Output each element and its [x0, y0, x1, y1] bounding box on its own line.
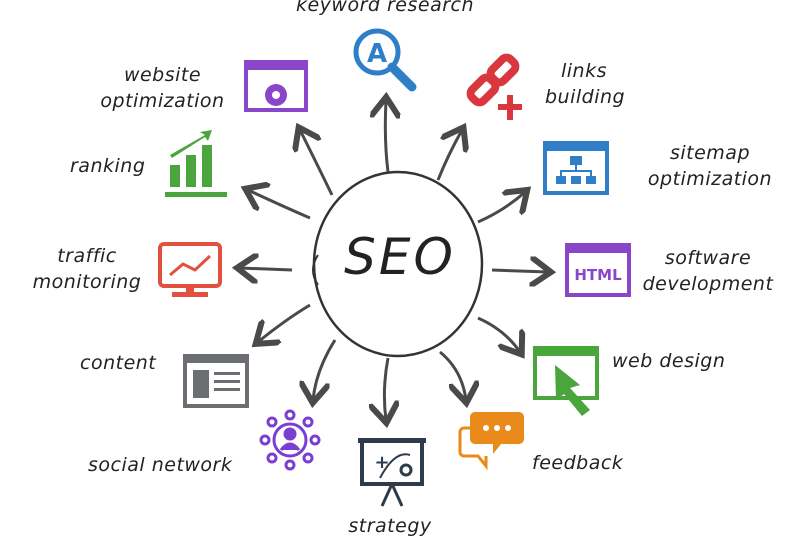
arrow-ranking: [248, 190, 311, 220]
arrow-social: [313, 339, 337, 400]
label-line: optimization: [100, 90, 225, 112]
arrow-strategy: [384, 357, 388, 420]
arrow-links: [436, 130, 462, 181]
label-content: content: [80, 352, 157, 374]
label-web-design: web design: [612, 350, 726, 372]
chat-bubble-icon: [458, 412, 524, 471]
label-line: development: [642, 273, 774, 295]
svg-text:A: A: [367, 39, 387, 69]
label-line: links: [561, 60, 608, 82]
label-line: monitoring: [32, 271, 142, 293]
arrow-website: [300, 130, 334, 196]
label-strategy: strategy: [348, 515, 432, 537]
arrow-webdesign: [477, 316, 520, 352]
label-line: software: [664, 247, 752, 269]
sitemap-icon: [543, 141, 609, 195]
arrow-traffic: [240, 268, 293, 270]
label-line: traffic: [57, 245, 117, 267]
magnifier-icon: A: [353, 28, 417, 92]
label-links-building: links building: [545, 58, 625, 110]
strategy-board-icon: +: [358, 438, 426, 507]
arrow-feedback: [439, 350, 466, 400]
bar-chart-icon: [165, 130, 227, 197]
html-window-icon: HTML: [565, 243, 631, 297]
label-line: optimization: [647, 168, 773, 190]
label-keyword-research: keyword research: [295, 0, 475, 16]
arrow-content: [258, 303, 311, 342]
svg-text:HTML: HTML: [574, 266, 622, 284]
monitor-chart-icon: [158, 242, 222, 297]
label-line: website: [123, 64, 202, 86]
label-ranking: ranking: [70, 155, 146, 177]
svg-text:+: +: [374, 452, 389, 473]
arrow-software: [491, 270, 548, 272]
label-software-development: software development: [638, 245, 778, 297]
social-network-icon: [259, 409, 321, 471]
label-line: sitemap: [669, 142, 751, 164]
center-title: SEO: [344, 228, 456, 286]
label-feedback: feedback: [532, 452, 624, 474]
web-design-icon: [533, 346, 599, 416]
label-line: building: [545, 86, 626, 108]
label-traffic-monitoring: traffic monitoring: [22, 243, 152, 295]
arrow-sitemap: [477, 192, 525, 224]
label-website-optimization: website optimization: [90, 62, 235, 114]
label-sitemap-optimization: sitemap optimization: [640, 140, 780, 192]
gear-window-icon: [244, 60, 308, 112]
content-page-icon: [183, 354, 249, 408]
chain-link-icon: [466, 53, 522, 120]
label-social-network: social network: [88, 454, 233, 476]
arrow-keyword: [385, 100, 388, 173]
arrows: [240, 100, 548, 420]
